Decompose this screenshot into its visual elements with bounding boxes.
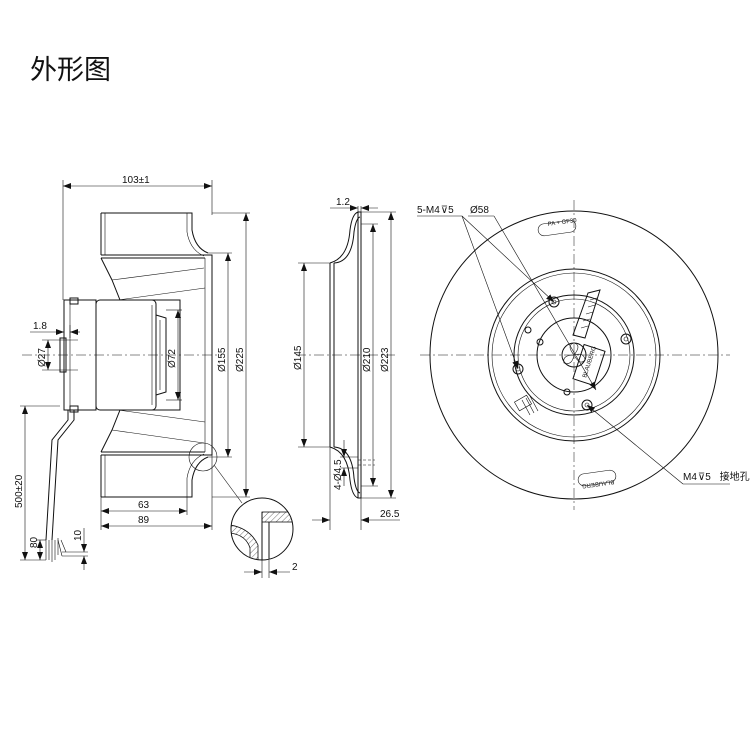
label-hub-dia: Ø58 [470, 205, 489, 216]
side-view: 103±1 Ø72 Ø27 [14, 175, 298, 578]
outer-ring [429, 210, 719, 500]
motor-circle [513, 294, 635, 416]
hub-circle [536, 317, 612, 393]
dim-detail-2: 2 [292, 562, 298, 573]
fan-logo-icon [563, 342, 586, 364]
cable-lead-2 [51, 410, 75, 541]
dim-outer-dia: Ø225 [235, 347, 246, 372]
ring-upper-lip [329, 211, 359, 264]
motor-cap [155, 314, 167, 396]
motor-flange [63, 299, 97, 411]
material-mark: PA + GF30 [547, 218, 577, 228]
dim-overall-width: 103±1 [122, 175, 150, 186]
dim-inner-dia: Ø145 [293, 345, 304, 370]
ring-flange [357, 211, 362, 499]
dim-lip: 1.2 [336, 197, 350, 208]
dim-holes: 4-Ø4.5 [333, 459, 344, 490]
dim-wire-end: 10 [73, 529, 84, 541]
brand-mark: BLAUBERG [581, 478, 615, 489]
dim-inlet-dia: Ø155 [217, 347, 228, 372]
dim-dia-210: Ø210 [362, 347, 373, 372]
impeller-outline [101, 254, 213, 456]
inlet-circle [487, 268, 661, 442]
page-title: 外形图 [30, 55, 111, 86]
ring-lower-lip [329, 446, 359, 499]
dim-dia-223: Ø223 [380, 347, 391, 372]
dim-depth: 26.5 [380, 509, 400, 520]
profile-view: 1.2 Ø145 Ø210 Ø223 4-Ø4.5 26.5 [293, 197, 400, 530]
dim-depth-63: 63 [138, 500, 150, 511]
dim-cable-strip: 80 [29, 536, 40, 548]
dim-motor-dia: Ø72 [167, 349, 178, 368]
dim-flange-thickness: 1.8 [33, 321, 47, 332]
front-view: BLAUBERG PA + GF30 BLAUBERG 5-M4⊽5 Ø58 M… [417, 200, 750, 510]
dim-hub-dia: Ø27 [37, 348, 48, 367]
dim-depth-89: 89 [138, 515, 150, 526]
inlet-ring-bottom [101, 456, 209, 498]
detail-marker [188, 442, 218, 472]
terminal-block: BLAUBERG [572, 289, 606, 387]
label-screw-holes: 5-M4⊽5 [417, 205, 454, 216]
cable-lead-1 [45, 410, 69, 541]
label-ground-hole: M4⊽5 接地孔 [683, 470, 750, 483]
inlet-ring-top [101, 212, 209, 254]
dim-cable-length: 500±20 [14, 474, 25, 508]
